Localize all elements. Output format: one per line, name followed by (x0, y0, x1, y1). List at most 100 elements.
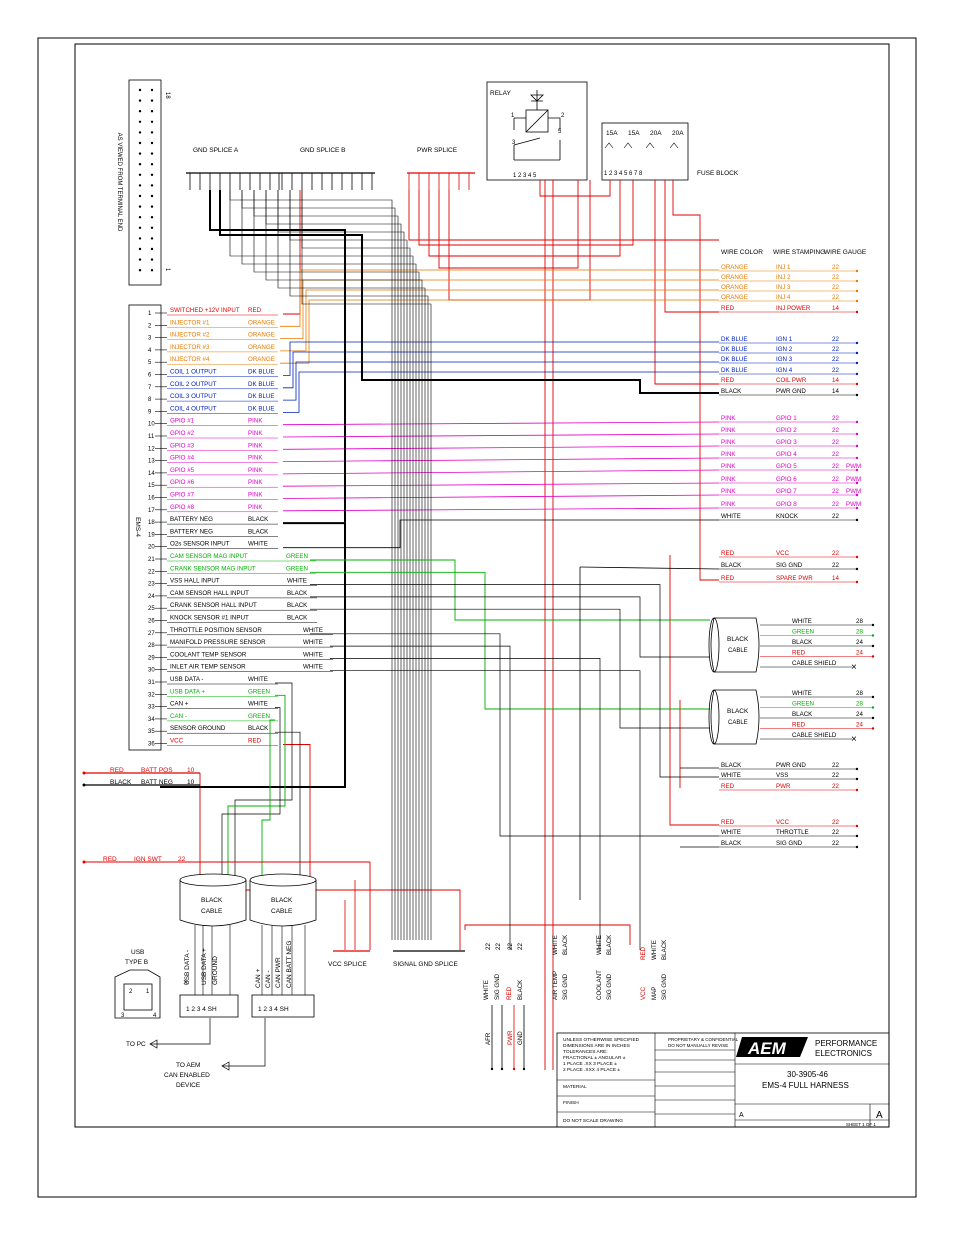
inner-border (74, 43, 890, 1128)
output-wire-gauge: 22 (832, 427, 839, 434)
sensor-lead-label: BLACK (661, 939, 668, 960)
pin-signal-name: CRANK SENSOR MAG INPUT (170, 565, 256, 572)
wire (282, 445, 720, 450)
svg-text:3: 3 (512, 140, 516, 146)
sheet-number: SHEET 1 OF 1 (846, 1122, 876, 1127)
output-wire-stamp: VCC (776, 819, 790, 826)
connector-pin-dot (138, 141, 142, 145)
cable-shield-label: CABLE SHIELD (792, 732, 837, 739)
output-pwm-flag: PWM (846, 488, 861, 495)
can-wire-label-2: CAN - (265, 970, 272, 988)
output-wire-stamp: GPIO 2 (776, 427, 797, 434)
usb-wire-label-2: USB DATA + (201, 948, 208, 985)
connector-pin-dot (150, 247, 154, 251)
wire (330, 658, 601, 950)
pin-signal-name: THROTTLE POSITION SENSOR (170, 627, 262, 634)
svg-text:3: 3 (121, 1013, 125, 1019)
title-note: 1 PLACE .XX 3 PLACE ± (563, 1061, 617, 1067)
title-note: MATERIAL (563, 1084, 587, 1090)
company-line-2: ELECTRONICS (815, 1049, 872, 1058)
wire (219, 190, 719, 394)
pin-number: 20 (148, 545, 155, 551)
connector-pin-dot (138, 226, 142, 229)
pin-wire-color: ORANGE (248, 356, 275, 363)
pin-signal-name: CAM SENSOR HALL INPUT (170, 590, 249, 597)
connector-pin-dot (138, 237, 142, 240)
pin-number: 16 (148, 496, 155, 502)
output-wire-gauge: 22 (832, 463, 839, 470)
batt-pos-gauge: 10 (187, 767, 195, 774)
pin-wire-color: RED (248, 738, 262, 745)
cable-wire-gauge: 24 (856, 722, 863, 729)
connector-pin-dot (150, 131, 154, 134)
pin-wire-color: PINK (248, 455, 263, 462)
wire (280, 269, 719, 327)
output-terminal (855, 351, 859, 355)
output-wire-color: BLACK (721, 562, 742, 569)
sensor-lead-label: VCC (640, 986, 647, 1000)
connector-bottom-pin: 1 (164, 268, 170, 272)
pin-wire-color: PINK (248, 442, 263, 449)
relay-label: RELAY (490, 90, 511, 97)
wire (664, 180, 719, 313)
drawing-rev: A (876, 1110, 883, 1121)
pin-wire-color: WHITE (248, 701, 268, 708)
wire (310, 559, 710, 621)
pin-number: 11 (148, 434, 155, 440)
output-wire-color: ORANGE (721, 264, 748, 271)
cable-wire-gauge: 28 (856, 690, 863, 697)
wire-runs (160, 180, 720, 1070)
sensor-end-label: AFR (485, 1032, 492, 1045)
pin-wire-color: GREEN (286, 553, 308, 560)
pin-wire-color: WHITE (248, 541, 268, 548)
output-pwm-flag: PWM (846, 463, 861, 470)
output-wire-stamp: INJ 3 (776, 284, 791, 291)
ign-switch-lead: RED IGN SWT 22 (82, 856, 370, 864)
wire (221, 707, 281, 880)
output-wire-stamp: IGN 2 (776, 346, 793, 353)
ground-run (301, 190, 432, 940)
usb-x-mark: × (183, 977, 188, 987)
vcc-splice-label: VCC SPLICE (328, 961, 367, 968)
output-wire-stamp: INJ 2 (776, 274, 791, 281)
usb-cable-label-2: CABLE (201, 908, 223, 915)
wire (282, 494, 720, 499)
connector-pin-dot (150, 184, 154, 187)
pin-signal-name: INJECTOR #2 (170, 332, 210, 339)
wire (280, 289, 719, 352)
output-wire-color: PINK (721, 427, 736, 434)
connector-pin-dot (150, 194, 154, 198)
usb-cable-label-1: BLACK (201, 897, 223, 904)
sensor-gauge: 22 (517, 943, 524, 950)
pin-number: 13 (148, 459, 155, 465)
can-cable-label-1: BLACK (271, 897, 293, 904)
pin-wire-color: BLACK (287, 590, 308, 597)
output-terminal (855, 518, 859, 522)
batt-pos-color: RED (110, 767, 124, 774)
output-wire-gauge: 22 (832, 346, 839, 353)
output-pwm-flag: PWM (846, 476, 861, 483)
pin-signal-name: CAM SENSOR MAG INPUT (170, 553, 248, 560)
output-wire-gauge: 14 (832, 575, 839, 582)
output-wire-color: ORANGE (721, 274, 748, 281)
ground-run (241, 190, 396, 940)
pin-wire-color: ORANGE (248, 319, 275, 326)
pin-wire-color: BLACK (287, 602, 308, 609)
sensor-lead-label: WHITE (483, 980, 490, 1000)
connector-pin-dot (138, 173, 142, 176)
cable-terminal (871, 644, 875, 648)
output-wire-stamp: GPIO 3 (776, 439, 797, 446)
pin-number: 24 (148, 594, 155, 600)
output-terminal (855, 269, 859, 273)
cable1-label-2: CABLE (728, 648, 748, 654)
part-number: 30-3905-46 (787, 1070, 828, 1079)
pin-number: 23 (148, 582, 155, 588)
fuse-rating: 20A (672, 130, 684, 137)
cable-wire-gauge: 28 (856, 629, 863, 636)
title-note: 2 PLACE .XXX 4 PLACE ± (563, 1067, 620, 1073)
output-wire-color: PINK (721, 439, 736, 446)
output-wire-stamp: THROTTLE (776, 829, 809, 836)
fuse-block-label: FUSE BLOCK (697, 170, 739, 177)
pin-wire-color: PINK (248, 418, 263, 425)
